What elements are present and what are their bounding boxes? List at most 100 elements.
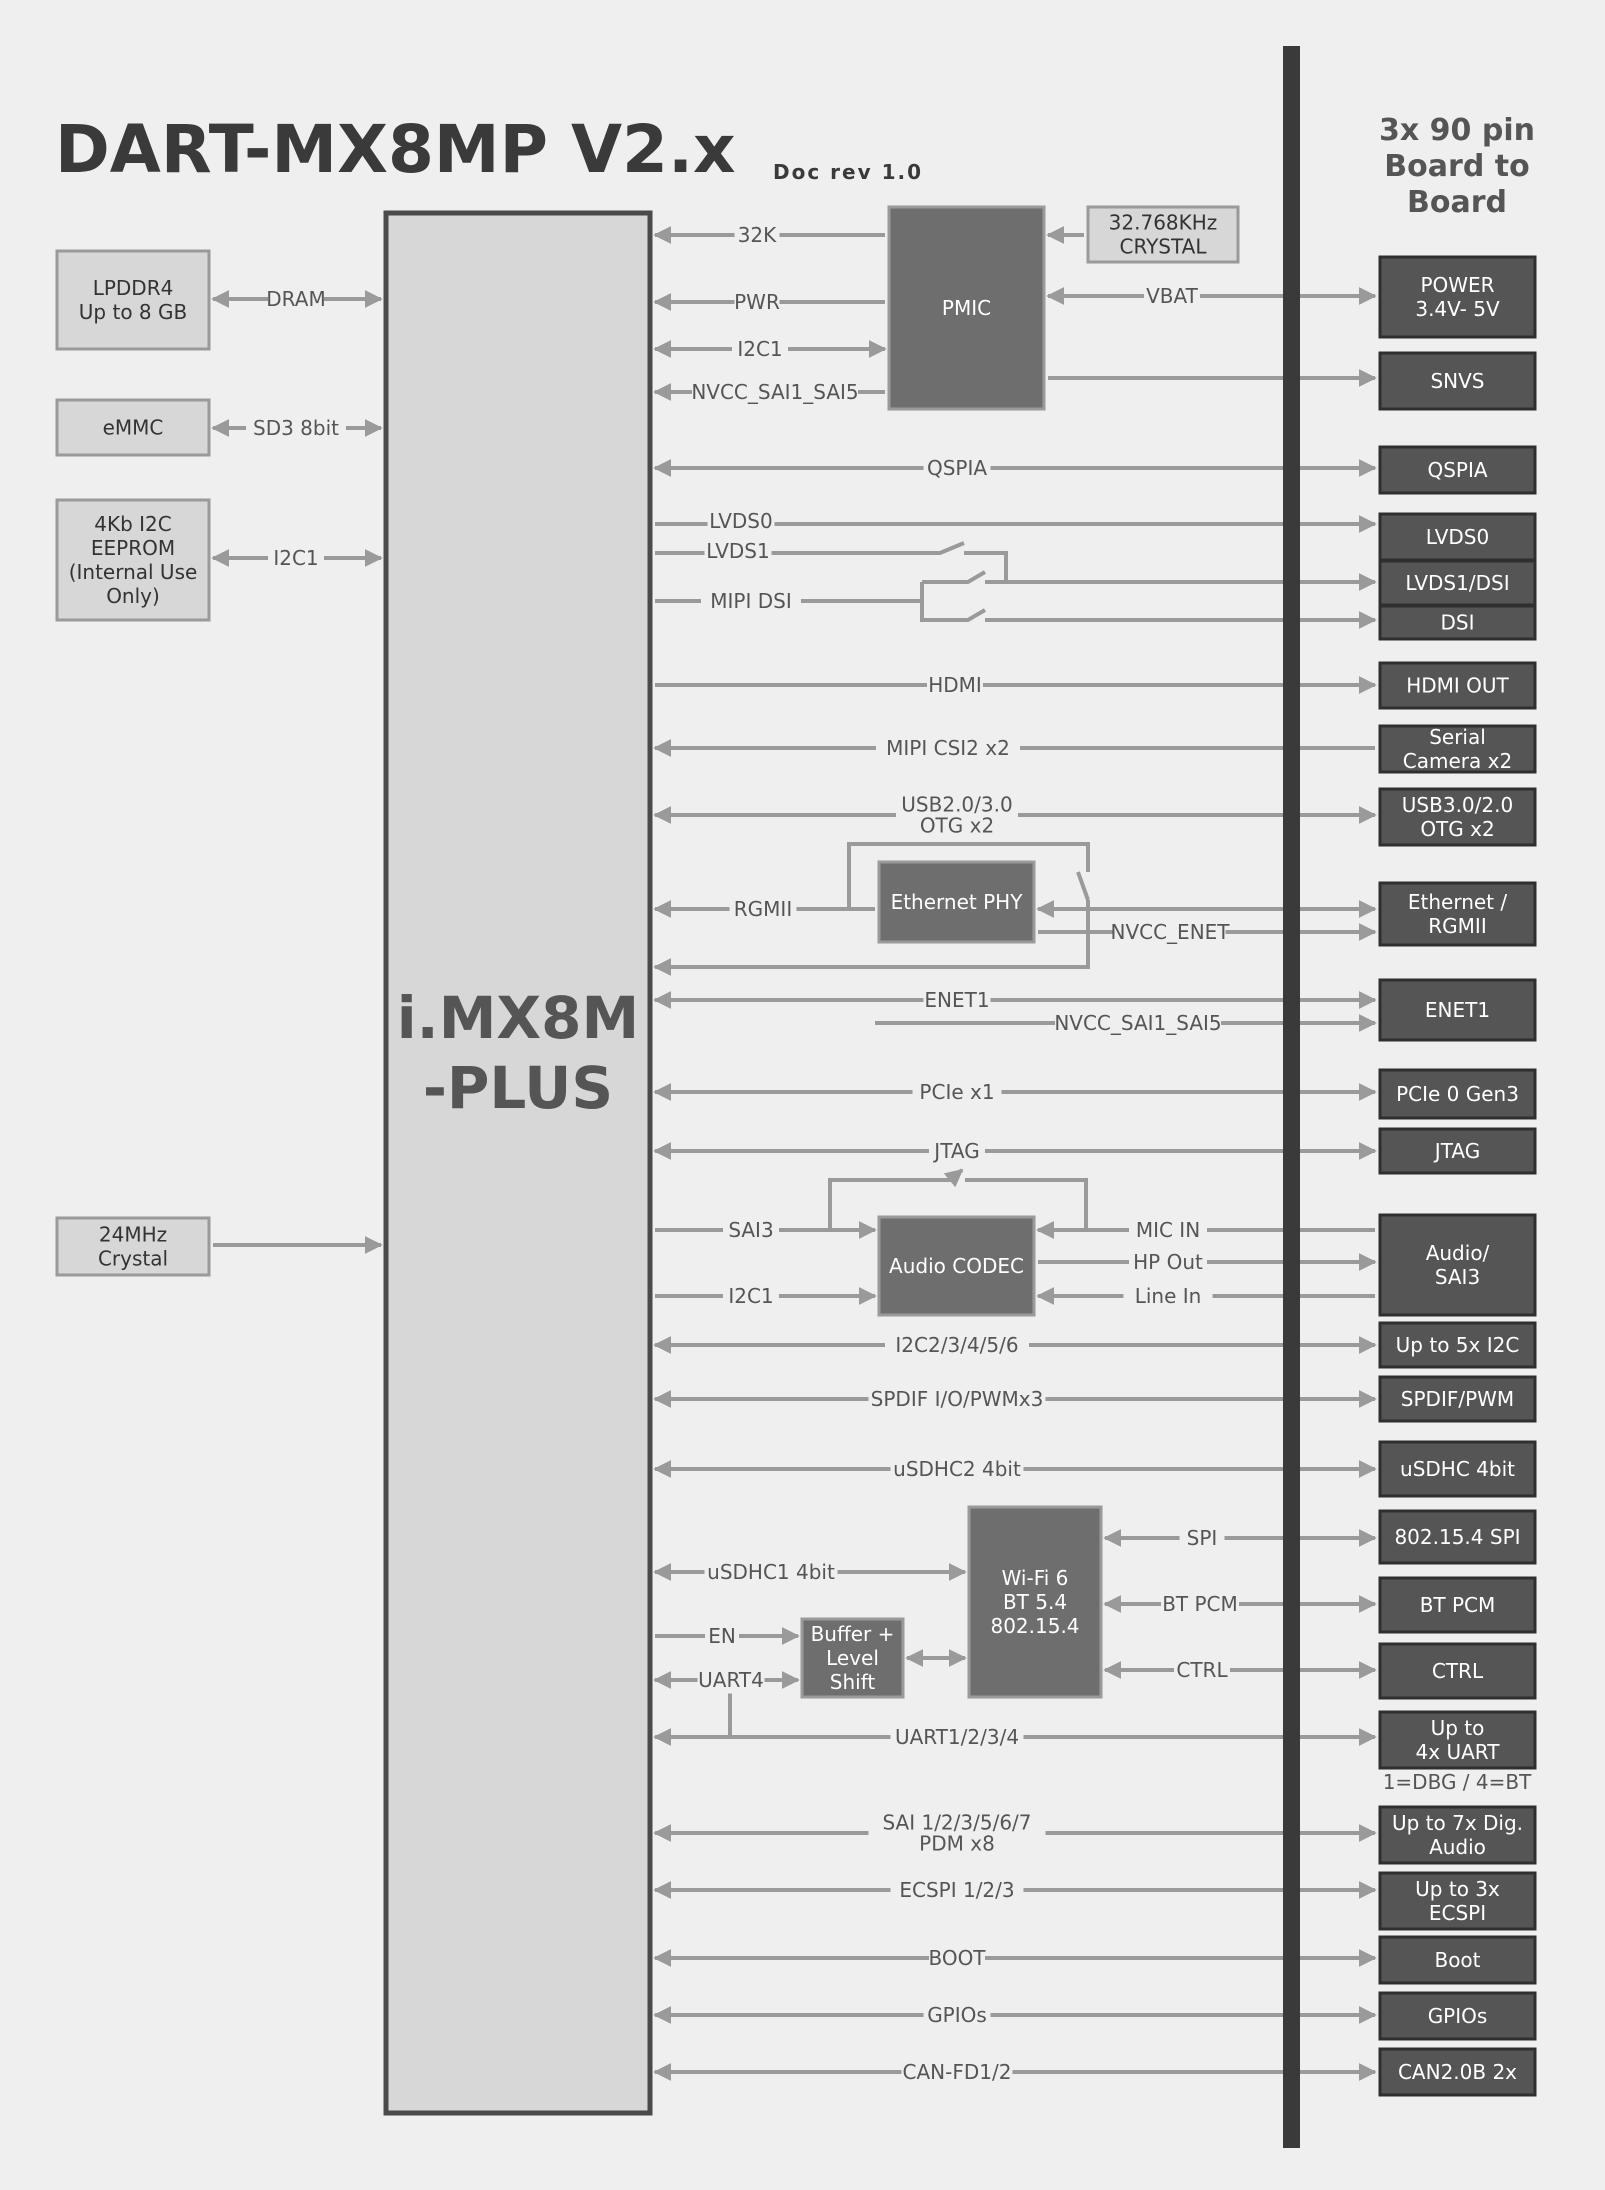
enet1-label: ENET1 xyxy=(923,986,991,1014)
mipi-dsi-label: MIPI DSI xyxy=(701,587,801,615)
qspia-label-text: QSPIA xyxy=(927,456,987,480)
bt-pcm-label: BT PCM xyxy=(1161,1590,1239,1618)
connector-jtag-label: JTAG xyxy=(1433,1139,1480,1163)
i2c1-codec-label-text: I2C1 xyxy=(728,1284,773,1308)
sai3-switch-left xyxy=(828,1168,964,1230)
connector-uart-label: Up to xyxy=(1431,1716,1485,1740)
rgmii-label: RGMII xyxy=(729,895,797,923)
uart-note-text: 1=DBG / 4=BT xyxy=(1383,1770,1532,1794)
boot-label-text: BOOT xyxy=(928,1946,986,1970)
doc-revision: Doc rev 1.0 xyxy=(773,160,923,184)
connector-spdif-body xyxy=(1378,1375,1537,1423)
emmc-block-label: eMMC xyxy=(103,416,164,440)
mic-in-label-text: MIC IN xyxy=(1136,1218,1200,1242)
crystal-24mhz-block-label: 24MHz xyxy=(99,1223,167,1247)
lvds0-label-gap xyxy=(707,507,775,535)
connector-jtag-body xyxy=(1378,1127,1537,1175)
connector-hdmi-body xyxy=(1378,661,1537,710)
ethernet-phy-block-label: Ethernet PHY xyxy=(891,890,1024,914)
b2b-header-line: Board xyxy=(1407,185,1507,220)
connector-dig_audio: Up to 7x Dig.Audio xyxy=(1378,1805,1537,1865)
bt-pcm-label-text: BT PCM xyxy=(1162,1592,1238,1616)
csi-label: MIPI CSI2 x2 xyxy=(876,734,1020,762)
audio-codec-block-body xyxy=(877,1215,1036,1317)
dram-label-text: DRAM xyxy=(266,287,325,311)
connector-ctrl-body xyxy=(1378,1642,1537,1700)
connector-snvs-body xyxy=(1378,351,1537,411)
hp-out-label: HP Out xyxy=(1129,1248,1207,1276)
spdif-label-text: SPDIF I/O/PWMx3 xyxy=(871,1387,1044,1411)
spi-label-gap xyxy=(1179,1524,1225,1552)
rgmii-bypass-bottom xyxy=(653,900,1090,976)
pwr-label: PWR xyxy=(734,288,780,316)
can-label: CAN-FD1/2 xyxy=(901,2058,1013,2086)
nvcc-enet-label-text: NVCC_ENET xyxy=(1110,920,1230,944)
connector-spi802: 802.15.4 SPI xyxy=(1378,1509,1537,1565)
ethernet-phy-block-body xyxy=(877,860,1036,944)
gpios-label-text: GPIOs xyxy=(927,2003,987,2027)
lvds0-label-text: LVDS0 xyxy=(709,509,772,533)
i2c1-eeprom-label: I2C1 xyxy=(268,544,324,572)
nvcc-enet-label: NVCC_ENET xyxy=(1110,918,1230,946)
sai3-label: SAI3 xyxy=(723,1216,779,1244)
b2b-header-line: 3x 90 pin xyxy=(1379,113,1535,148)
pmic-block-label: PMIC xyxy=(942,296,991,320)
ecspi-label: ECSPI 1/2/3 xyxy=(890,1876,1024,1904)
lvds1-label: LVDS1 xyxy=(704,537,772,565)
mic-in-label-gap xyxy=(1129,1216,1207,1244)
spi-label: SPI xyxy=(1179,1524,1225,1552)
usdhc1-label: uSDHC1 4bit xyxy=(704,1558,838,1586)
csi-label-text: MIPI CSI2 x2 xyxy=(886,736,1010,760)
lvds1-label-text: LVDS1 xyxy=(706,539,769,563)
crystal-24mhz-block-label: Crystal xyxy=(98,1247,168,1271)
eeprom-block-body xyxy=(55,498,211,622)
connector-audio: Audio/SAI3 xyxy=(1378,1213,1537,1317)
rgmii-label-text: RGMII xyxy=(734,897,792,921)
uart4-label-text: UART4 xyxy=(698,1668,764,1692)
sai-label-gap xyxy=(868,1809,1046,1857)
connector-camera-body xyxy=(1378,724,1537,774)
i2c1-eeprom-label-gap xyxy=(268,544,324,572)
usdhc1-label-gap xyxy=(704,1558,838,1586)
spdif-label-gap xyxy=(868,1385,1046,1413)
b2b-header-line: Board to xyxy=(1384,149,1529,184)
connector-gpios-body xyxy=(1378,1991,1537,2041)
hp-out-label-gap xyxy=(1129,1248,1207,1276)
connector-btpcm-label: BT PCM xyxy=(1420,1593,1496,1617)
can-label-gap xyxy=(901,2058,1013,2086)
nvcc-enet-label-gap xyxy=(1114,918,1226,946)
connector-can-body xyxy=(1378,2047,1537,2097)
crystal-24mhz-block-body xyxy=(55,1216,211,1277)
qspia-label-gap xyxy=(923,454,991,482)
connector-can: CAN2.0B 2x xyxy=(1378,2047,1537,2097)
crystal-32k-block-label: 32.768KHz xyxy=(1109,211,1218,235)
hdmi-label-text: HDMI xyxy=(928,673,982,697)
connector-jtag: JTAG xyxy=(1378,1127,1537,1175)
usdhc1-label-text: uSDHC1 4bit xyxy=(707,1560,835,1584)
k32-label-gap xyxy=(734,221,780,249)
connector-pcie: PCIe 0 Gen3 xyxy=(1378,1068,1537,1120)
line-in-label: Line In xyxy=(1123,1282,1213,1310)
sai3-label-text: SAI3 xyxy=(728,1218,773,1242)
connector-lvds1dsi-label: LVDS1/DSI xyxy=(1405,571,1509,595)
connector-btpcm-body xyxy=(1378,1576,1537,1634)
pmic-block-body xyxy=(887,205,1046,411)
connector-can-label: CAN2.0B 2x xyxy=(1398,2060,1517,2084)
i2c1-codec-label: I2C1 xyxy=(723,1282,779,1310)
jtag-label-text: JTAG xyxy=(932,1139,979,1163)
b2b-bus-bar xyxy=(1283,46,1300,2148)
connector-gpios: GPIOs xyxy=(1378,1991,1537,2041)
lpddr4-block-label: LPDDR4 xyxy=(93,276,174,300)
connector-pcie-label: PCIe 0 Gen3 xyxy=(1396,1082,1519,1106)
connector-enet1-body xyxy=(1378,978,1537,1042)
connector-audio-label: SAI3 xyxy=(1435,1265,1480,1289)
sai3-label-gap xyxy=(723,1216,779,1244)
buffer-level-shift-block-body xyxy=(800,1617,905,1699)
